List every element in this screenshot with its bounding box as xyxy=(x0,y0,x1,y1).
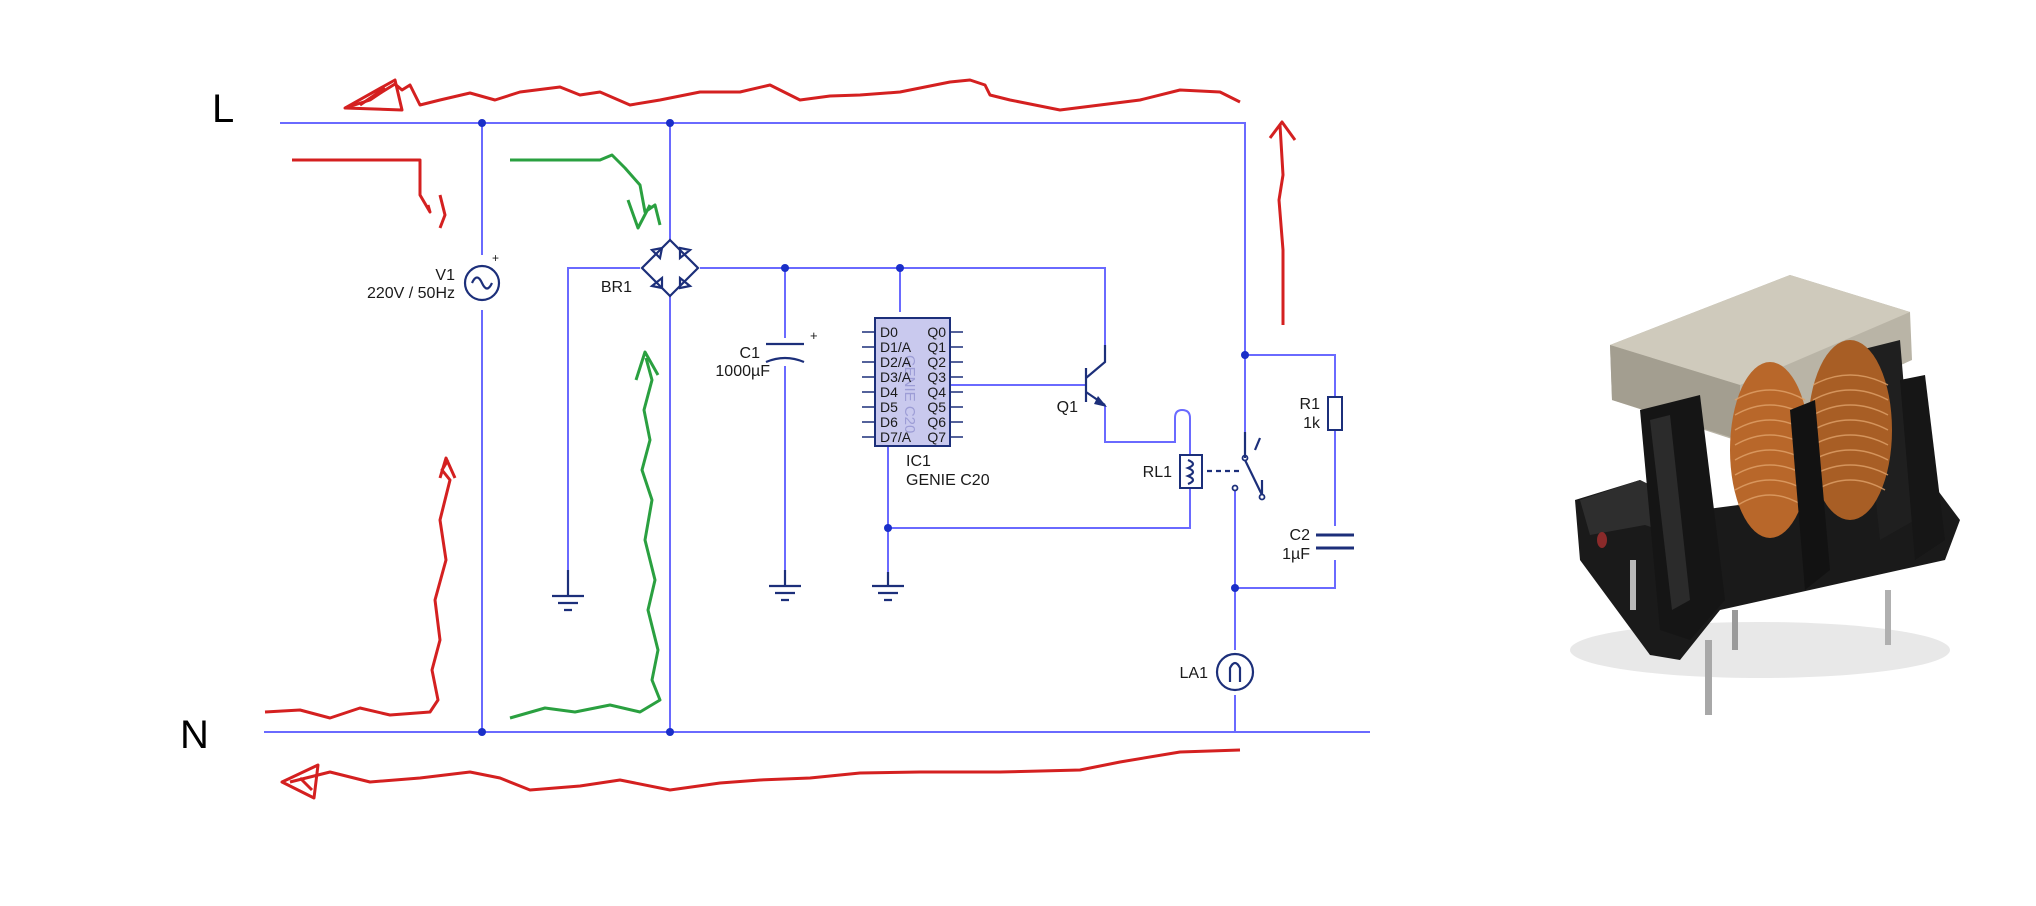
junction-dot xyxy=(478,119,486,127)
junction-dot xyxy=(896,264,904,272)
ic1-left-pins: D0 D1/A D2/A D3/A D4 D5 D6 D7/A xyxy=(880,324,912,445)
junction-dot xyxy=(1231,584,1239,592)
q1-label: Q1 xyxy=(1057,399,1078,416)
arrow-head-icon xyxy=(343,78,404,112)
ic1-pin-label: Q3 xyxy=(927,369,946,385)
ic1-pin-label: Q6 xyxy=(927,414,946,430)
c2-name-label: C2 xyxy=(1290,527,1311,544)
ic1-pin-label: D2/A xyxy=(880,354,912,370)
r1-value-label: 1k xyxy=(1303,415,1321,432)
v1-name-label: V1 xyxy=(435,267,455,284)
la1-label: LA1 xyxy=(1180,665,1209,682)
ground-icon xyxy=(872,572,904,602)
red-left-branch xyxy=(264,456,457,720)
live-rail xyxy=(280,122,1246,355)
ic1-pin-label: Q5 xyxy=(927,399,946,415)
c1-value-label: 1000µF xyxy=(715,363,770,380)
junction-dot xyxy=(1241,351,1249,359)
la1-lamp: LA1 xyxy=(1180,652,1255,692)
red-current-annotation xyxy=(264,78,1297,800)
rl1-label: RL1 xyxy=(1143,464,1172,481)
red-up-arrow xyxy=(1268,120,1297,325)
ic1-pin-label: Q7 xyxy=(927,429,946,445)
common-mode-choke-photo xyxy=(1570,275,1960,715)
q1-emitter-wire xyxy=(1104,405,1191,455)
dc-positive-wire xyxy=(700,267,1106,345)
relay-return-wire xyxy=(888,488,1191,529)
ic1-pin-label: D7/A xyxy=(880,429,912,445)
q1-transistor: Q1 xyxy=(1057,345,1107,416)
br1-label: BR1 xyxy=(601,279,632,296)
ic1-pin-label: Q4 xyxy=(927,384,946,400)
ic1-pin-stubs xyxy=(862,331,963,438)
junction-dot xyxy=(478,728,486,736)
ic1-pin-label: D4 xyxy=(880,384,898,400)
junction-dot xyxy=(666,119,674,127)
ic1-pin-label: Q2 xyxy=(927,354,946,370)
ic1-value-label: GENIE C20 xyxy=(906,472,990,489)
bridge-negative-wire xyxy=(567,267,640,570)
ic1-pin-label: D5 xyxy=(880,399,898,415)
c1-capacitor: + C1 1000µF xyxy=(715,328,817,380)
ic1-pin-label: Q0 xyxy=(927,324,946,340)
ic1-pin-label: D1/A xyxy=(880,339,912,355)
ic1-genie-c20: GENIE C20 D0 D1/A D2/A D3/A D4 D5 D6 D7/… xyxy=(862,317,990,489)
neutral-terminal-label: N xyxy=(180,713,209,757)
c2-capacitor: C2 1µF xyxy=(1282,527,1354,563)
red-neutral-arrow-bottom xyxy=(289,748,1241,792)
ground-symbols xyxy=(552,570,904,612)
junctions xyxy=(478,119,1249,736)
rl1-relay: RL1 xyxy=(1143,432,1266,501)
svg-text:+: + xyxy=(810,328,818,343)
r1-branch-wire xyxy=(1235,354,1336,589)
r1-resistor: R1 1k xyxy=(1300,396,1343,432)
green-bottom-arrow xyxy=(509,350,662,720)
ground-icon xyxy=(552,570,584,612)
c1-name-label: C1 xyxy=(740,345,761,362)
ic1-pin-label: Q1 xyxy=(927,339,946,355)
v1-value-label: 220V / 50Hz xyxy=(367,285,455,302)
ic1-pin-label: D6 xyxy=(880,414,898,430)
br1-bridge-rectifier: BR1 xyxy=(601,238,700,298)
ic1-watermark: GENIE C20 xyxy=(901,355,918,433)
junction-dot xyxy=(781,264,789,272)
ground-icon xyxy=(769,570,801,602)
v1-ac-source: + V1 220V / 50Hz xyxy=(367,251,501,302)
arrow-head-icon xyxy=(280,763,320,800)
ic1-pin-label: D0 xyxy=(880,324,898,340)
junction-dot xyxy=(666,728,674,736)
line-terminal-label: L xyxy=(212,87,234,131)
ic1-right-pins: Q0 Q1 Q2 Q3 Q4 Q5 Q6 Q7 xyxy=(927,324,946,445)
c2-value-label: 1µF xyxy=(1282,546,1310,563)
red-live-arrow-top xyxy=(344,78,1241,112)
wires xyxy=(264,122,1370,733)
r1-name-label: R1 xyxy=(1300,396,1321,413)
junction-dot xyxy=(884,524,892,532)
ic1-name-label: IC1 xyxy=(906,453,931,470)
green-top-arrow xyxy=(510,153,662,230)
green-current-annotation xyxy=(509,153,662,720)
ic1-pin-label: D3/A xyxy=(880,369,912,385)
svg-text:+: + xyxy=(492,251,499,265)
red-live-return xyxy=(292,158,447,229)
